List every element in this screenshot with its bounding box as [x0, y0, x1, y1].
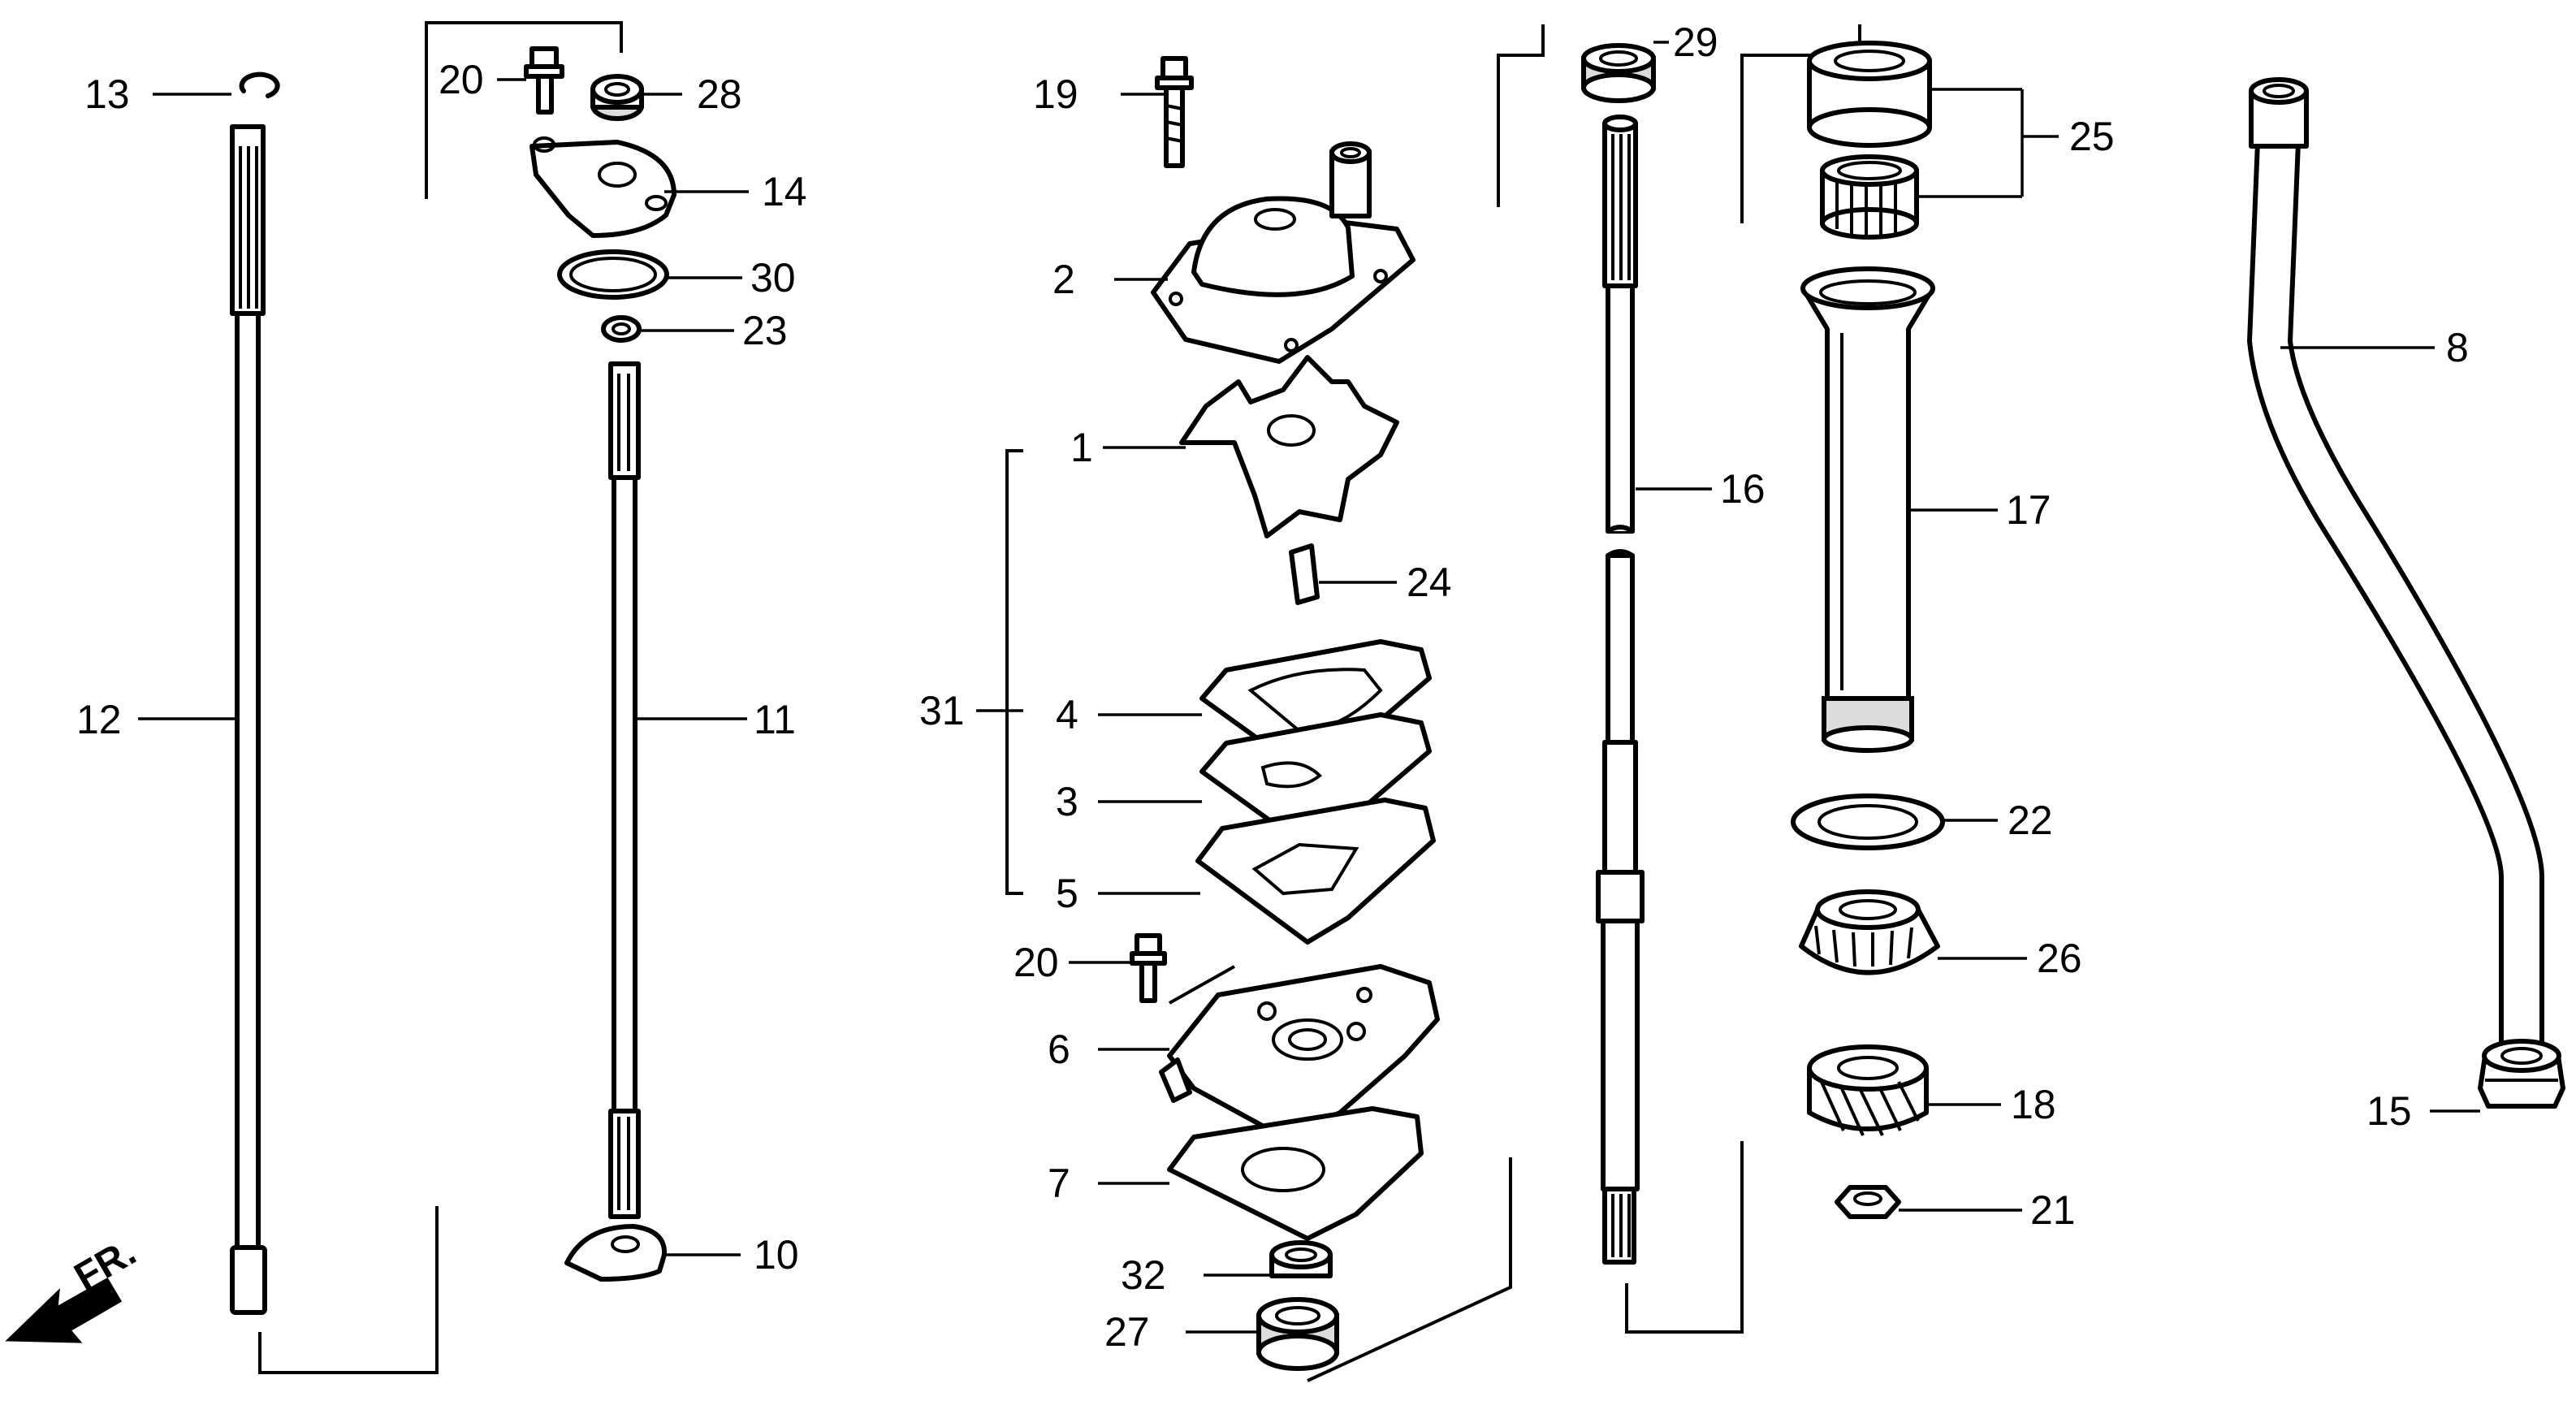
callout-23: 23: [742, 308, 788, 353]
callout-11: 11: [754, 697, 796, 742]
callout-7: 7: [1048, 1161, 1070, 1206]
bearing-race-25[interactable]: [1807, 41, 1932, 148]
nut-21[interactable]: [1835, 1185, 1901, 1219]
group-bracket-16-top: [1497, 24, 1545, 207]
callout-13: 13: [84, 71, 130, 117]
key-24[interactable]: [1289, 543, 1320, 605]
bearing-holder-14[interactable]: [529, 136, 676, 238]
callout-19: 19: [1033, 71, 1078, 117]
group-bracket-6: [1307, 1157, 1512, 1382]
o-ring-30[interactable]: [557, 249, 669, 300]
group-bracket-16-bottom: [1625, 1141, 1744, 1334]
needle-bearing-25[interactable]: [1820, 154, 1919, 240]
callout-21: 21: [2030, 1187, 2076, 1233]
seal-29[interactable]: [1581, 43, 1656, 103]
group-bracket-14: [425, 21, 623, 199]
bolt-19[interactable]: [1155, 56, 1194, 168]
drive-shaft-tube-17[interactable]: [1800, 266, 1935, 753]
callout-16: 16: [1720, 466, 1766, 512]
callout-3: 3: [1056, 779, 1078, 824]
group-bracket-31: [1005, 449, 1023, 895]
callout-26: 26: [2037, 936, 2082, 981]
leader-lines: [138, 41, 2480, 1334]
bolt-20-middle[interactable]: [1130, 933, 1235, 1005]
callout-20-top: 20: [439, 57, 484, 102]
gasket-7[interactable]: [1167, 1106, 1424, 1241]
pump-body-6[interactable]: [1159, 964, 1440, 1139]
circlip-13[interactable]: [239, 71, 280, 98]
shift-cam-10[interactable]: [564, 1224, 668, 1282]
callout-25: 25: [2069, 114, 2115, 159]
impeller-1[interactable]: [1179, 355, 1399, 538]
callout-24: 24: [1407, 560, 1452, 605]
callout-1: 1: [1070, 425, 1093, 470]
vertical-shaft-12[interactable]: [230, 124, 267, 1315]
seal-32[interactable]: [1269, 1240, 1333, 1278]
front-direction-label: FR.: [67, 1230, 143, 1299]
taper-bearing-26[interactable]: [1799, 889, 1940, 975]
callout-12: 12: [76, 697, 122, 742]
callout-8: 8: [2446, 325, 2469, 370]
front-direction-arrow: [5, 1277, 123, 1343]
callout-30: 30: [750, 255, 796, 301]
callout-32: 32: [1121, 1252, 1166, 1298]
callout-6: 6: [1048, 1027, 1070, 1072]
drive-shaft-16[interactable]: [1596, 115, 1645, 1265]
bolt-20-top[interactable]: [524, 46, 564, 115]
callout-29: 29: [1673, 19, 1718, 65]
pump-housing-2[interactable]: [1151, 141, 1416, 364]
seal-28[interactable]: [590, 74, 644, 121]
callout-27: 27: [1104, 1309, 1150, 1355]
callout-20-middle: 20: [1014, 940, 1059, 985]
callout-14: 14: [762, 169, 807, 214]
water-tube-8[interactable]: [2247, 77, 2544, 1049]
washer-22[interactable]: [1791, 793, 1945, 850]
callout-28: 28: [697, 71, 742, 117]
callout-2: 2: [1052, 257, 1075, 302]
callout-5: 5: [1056, 871, 1078, 916]
shift-shaft-11[interactable]: [608, 361, 641, 1219]
callout-10: 10: [754, 1232, 799, 1278]
seal-27[interactable]: [1256, 1297, 1339, 1371]
circlip-23[interactable]: [601, 315, 642, 343]
callout-31: 31: [919, 688, 965, 733]
callout-17: 17: [2006, 487, 2051, 533]
callout-4: 4: [1056, 692, 1078, 737]
grommet-15[interactable]: [2478, 1039, 2565, 1109]
gasket-5[interactable]: [1195, 798, 1436, 945]
group-bracket-25: [1740, 24, 1861, 223]
pinion-gear-18[interactable]: [1807, 1044, 1929, 1136]
group-bracket-12: [258, 1206, 439, 1374]
callout-18: 18: [2011, 1082, 2056, 1127]
callout-22: 22: [2008, 798, 2053, 843]
callout-15: 15: [2366, 1088, 2412, 1134]
